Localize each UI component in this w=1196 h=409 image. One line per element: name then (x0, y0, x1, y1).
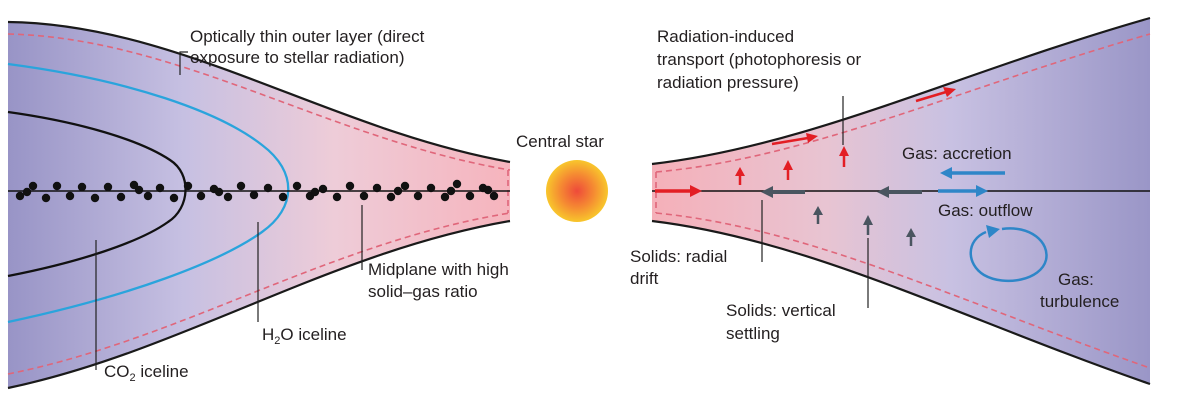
settle-arrowhead-3 (906, 228, 916, 237)
right-disk (651, 16, 1151, 386)
dust-grain (196, 191, 206, 201)
dust-grain (372, 183, 382, 193)
dust-grain (292, 181, 302, 191)
up-red-arrowhead-1 (735, 167, 745, 176)
dust-grain (52, 181, 62, 191)
dust-grain (318, 184, 328, 194)
dust-grain (183, 181, 193, 191)
dust-grain (214, 187, 224, 197)
dust-grain (440, 192, 450, 202)
left-dashed-lower (7, 212, 511, 375)
dust-grain (426, 183, 436, 193)
central-star (546, 160, 608, 222)
dust-grain (236, 181, 246, 191)
dust-grain (90, 193, 100, 203)
dust-grain (263, 183, 273, 193)
dust-grain (143, 191, 153, 201)
dust-grain (483, 185, 493, 195)
gas-accretion-arrowhead (940, 167, 952, 179)
dust-grain (393, 186, 403, 196)
dust-grain (223, 192, 233, 202)
dust-grain (77, 182, 87, 192)
dust-grain (332, 192, 342, 202)
gas-outflow-label: Gas: outflow (938, 201, 1033, 220)
left-disk-lower-edge (7, 219, 511, 390)
dust-grain (155, 183, 165, 193)
dust-grain (400, 181, 410, 191)
leader-lines (95, 51, 869, 370)
dust-grain (65, 191, 75, 201)
up-red-arrowhead-3 (839, 146, 849, 156)
left-disk-body (8, 22, 510, 388)
right-disk-body (652, 18, 1150, 384)
dust-grain (116, 192, 126, 202)
h2o-iceline-label: H2O iceline (262, 325, 347, 347)
dust-grain (452, 179, 462, 189)
dust-grain (465, 191, 475, 201)
vertical-settling-label: Solids: vertical settling (726, 301, 840, 343)
up-red-arrowhead-2 (783, 160, 793, 170)
surface-arrow-1 (771, 136, 809, 146)
gas-turbulence-label: Gas: turbulence (1040, 270, 1119, 311)
left-dashed-upper (7, 33, 511, 171)
dust-grain (15, 191, 25, 201)
dust-grain (134, 185, 144, 195)
drift-arrowhead-2 (877, 186, 889, 198)
midplane-dust-grains (15, 179, 499, 203)
dust-grain (345, 181, 355, 191)
co2-iceline-label: CO2 iceline (104, 362, 189, 384)
leader-outer-layer (179, 51, 188, 75)
dust-grain (28, 181, 38, 191)
right-disk-upper-edge (651, 16, 1151, 166)
dust-grain (310, 187, 320, 197)
central-star-label: Central star (516, 132, 604, 151)
dust-grain (359, 191, 369, 201)
right-dashed-upper (655, 33, 1151, 173)
dust-grain (489, 191, 499, 201)
gas-turbulence-loop (969, 227, 1048, 283)
gas-turbulence-arrowhead (986, 225, 1000, 238)
settle-arrowhead-2 (863, 215, 873, 225)
outer-layer-label: Optically thin outer layer (direct expos… (190, 27, 429, 67)
midplane-outward-arrowhead (690, 185, 702, 197)
midplane-label: Midplane with high solid–gas ratio (368, 260, 514, 301)
gas-outflow-arrowhead (976, 185, 988, 197)
h2o-iceline (7, 62, 290, 324)
dust-grain (22, 187, 32, 197)
dust-grain (278, 192, 288, 202)
left-disk-upper-edge (7, 20, 511, 164)
dust-grain (446, 186, 456, 196)
dust-grain (41, 193, 51, 203)
radiation-transport-label: Radiation-induced transport (photophores… (657, 27, 866, 92)
dust-grain (249, 190, 259, 200)
drift-arrowhead-1 (761, 186, 773, 198)
surface-arrowhead-2 (943, 87, 956, 97)
dust-grain (169, 193, 179, 203)
labels: Optically thin outer layer (direct expos… (104, 27, 1119, 384)
right-disk-lower-edge (651, 219, 1151, 386)
dust-grain (386, 192, 396, 202)
right-dashed-lower (655, 212, 1151, 369)
surface-arrowhead-1 (806, 133, 818, 143)
surface-arrow-2 (915, 90, 947, 103)
radial-drift-label: Solids: radial drift (630, 247, 732, 288)
left-disk (7, 20, 511, 390)
gas-accretion-label: Gas: accretion (902, 144, 1012, 163)
dust-grain (103, 182, 113, 192)
settle-arrowhead-1 (813, 206, 823, 215)
dust-grain (413, 191, 423, 201)
